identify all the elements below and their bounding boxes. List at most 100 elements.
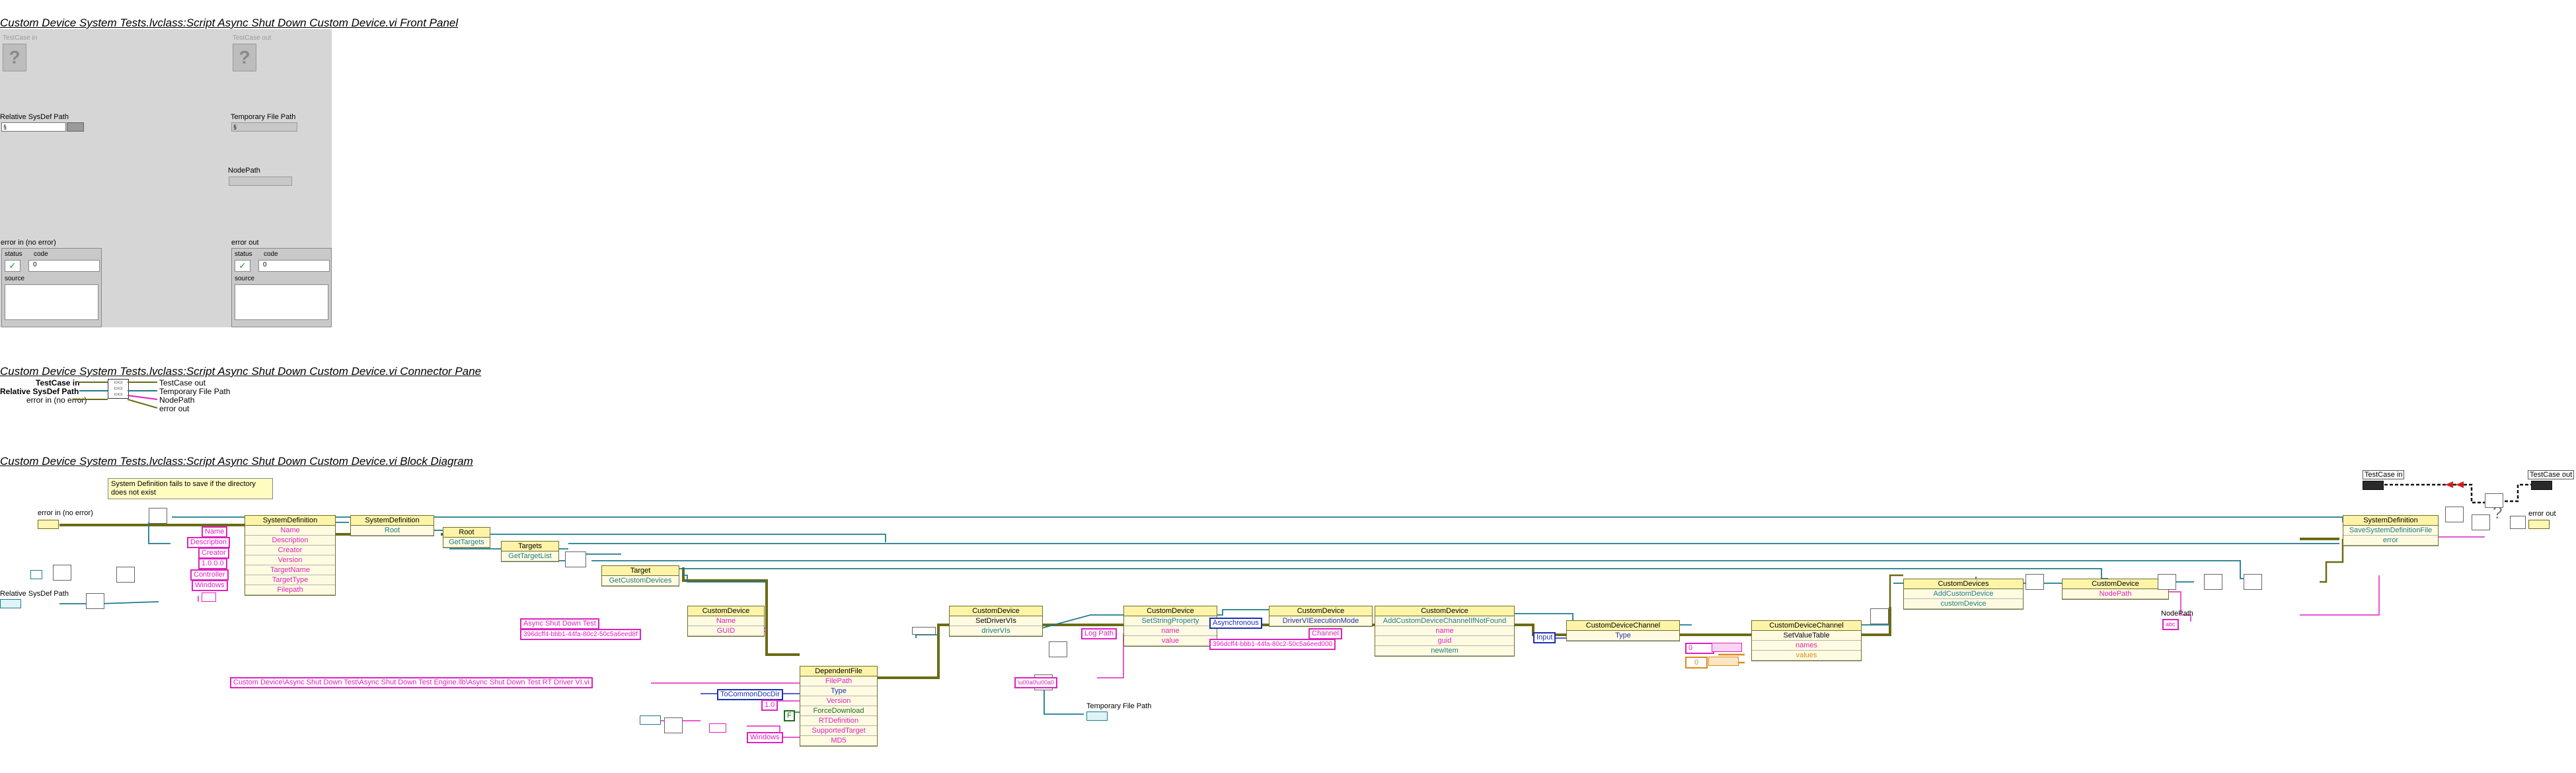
temporary-file-path-terminal [1086, 712, 1108, 721]
dependentfile-constructor-node[interactable]: DependentFile FilePath Type Version Forc… [800, 666, 878, 747]
relative-sysdef-terminal[interactable] [0, 599, 21, 608]
node-header: SystemDefinition [351, 516, 434, 526]
node-param: name [1124, 626, 1217, 636]
close-reference-icon[interactable] [2244, 574, 2262, 590]
log-path-constant[interactable]: Log Path [1081, 628, 1118, 639]
build-path-subvi-icon[interactable] [53, 565, 71, 581]
version-constant[interactable]: 1.0 [761, 700, 778, 711]
testcase-in-control-icon[interactable]: ? [3, 44, 26, 71]
node-header: SystemDefinition [245, 516, 335, 526]
sysdef-constructor-node[interactable]: SystemDefinition Name Description Creato… [245, 515, 336, 596]
channel-setvaluetable-node[interactable]: CustomDeviceChannel SetValueTable names … [1751, 620, 1862, 661]
node-method: GetCustomDevices [602, 576, 679, 586]
error-in-terminal[interactable] [38, 520, 59, 529]
close-reference-icon[interactable] [2445, 507, 2464, 522]
channel-guid-constant[interactable]: 396dcff4-bbb1-44fa-80c2-50c5a6eed000 [1209, 639, 1336, 650]
create-folder-subvi-icon[interactable] [116, 567, 135, 583]
names-array-constant[interactable]: 0 [1685, 643, 1714, 654]
testcase-out-terminal [2531, 481, 2552, 490]
false-bool-constant[interactable]: F [784, 710, 795, 721]
node-method: SetValueTable [1752, 631, 1861, 641]
error-in-terminal-label: error in (no error) [38, 509, 93, 517]
relative-sysdef-path-input[interactable]: § [1, 122, 66, 132]
driver-vi-path-constant[interactable]: Custom Device\Async Shut Down Test\Async… [230, 677, 593, 688]
customdevice-addchannel-node[interactable]: CustomDevice AddCustomDeviceChannelIfNot… [1375, 606, 1515, 657]
values-array-constant[interactable]: 0 [1685, 657, 1708, 669]
small-string-constant[interactable]: \u00a0\u00a0 [1014, 677, 1058, 688]
build-array-icon[interactable] [664, 717, 683, 733]
strip-path-subvi-icon[interactable] [86, 593, 104, 609]
close-reference-icon[interactable] [2026, 574, 2044, 590]
controller-string-constant[interactable]: Controller [190, 569, 229, 581]
names-array-values [1712, 643, 1742, 652]
cp-left-term: error in (no error) [26, 395, 87, 405]
tocommondocdir-enum-constant[interactable]: ToCommonDocDir [717, 689, 783, 700]
source-textbox[interactable] [5, 284, 98, 320]
node-header: CustomDevice [2063, 579, 2168, 589]
windows-string-constant[interactable]: Windows [192, 580, 228, 591]
node-method: AddCustomDeviceChannelIfNotFound [1375, 616, 1514, 626]
input-enum-constant[interactable]: Input [1533, 632, 1556, 643]
array-constant-icon[interactable] [912, 627, 936, 635]
asynchronous-enum-constant[interactable]: Asynchronous [1209, 618, 1262, 629]
name-string-constant[interactable]: Name [202, 526, 228, 538]
channel-type-node[interactable]: CustomDeviceChannel Type [1566, 620, 1680, 641]
testcase-in-terminal[interactable] [2363, 481, 2384, 490]
sysdef-root-property-node[interactable]: SystemDefinition Root [350, 515, 434, 536]
creator-string-constant[interactable]: Creator [198, 548, 229, 559]
node-param: name [1375, 626, 1514, 636]
concat-icon [709, 723, 726, 733]
customdevices-addcustomdevice-node[interactable]: CustomDevices AddCustomDevice customDevi… [1903, 579, 2024, 610]
code-input[interactable]: 0 [28, 260, 100, 272]
code-label: code [264, 251, 278, 258]
customdevice-nodepath-node[interactable]: CustomDevice NodePath [2062, 579, 2169, 600]
close-reference-icon[interactable] [2158, 574, 2176, 590]
node-property: Description [245, 536, 335, 546]
root-gettargets-node[interactable]: Root GetTargets [443, 527, 490, 548]
channel-name-constant[interactable]: Channel [1308, 628, 1342, 639]
device-guid-constant[interactable]: 396dcff4-bbb1-44fa-80c2-50c5a6eed8f [520, 629, 641, 640]
device-name-constant[interactable]: Async Shut Down Test [520, 618, 599, 630]
code-label: code [34, 251, 48, 258]
node-header: DependentFile [800, 667, 877, 676]
browse-folder-button[interactable] [67, 122, 84, 132]
status-checkmark-icon: ✓ [235, 260, 250, 272]
path-to-string-icon[interactable] [1049, 641, 1067, 657]
version-string-constant[interactable]: 1.0.0.0 [198, 558, 227, 569]
status-checkmark-icon[interactable]: ✓ [5, 260, 20, 272]
error-merge-icon[interactable] [1870, 608, 1889, 624]
close-reference-icon[interactable] [2204, 574, 2222, 590]
node-method: SaveSystemDefinitionFile [2343, 526, 2438, 536]
customdevice-executionmode-node[interactable]: CustomDevice DriverVIExecutionMode [1269, 606, 1373, 627]
sysdef-save-node[interactable]: SystemDefinition SaveSystemDefinitionFil… [2343, 515, 2439, 546]
front-panel: TestCase in ? TestCase out ? Relative Sy… [0, 29, 332, 327]
customdevice-setstringproperty-node[interactable]: CustomDevice SetStringProperty name valu… [1123, 606, 1217, 647]
node-property: MD5 [800, 736, 877, 746]
description-string-constant[interactable]: Description [187, 537, 231, 548]
node-header: CustomDevice [688, 606, 764, 616]
target-getcustomdevices-node[interactable]: Target GetCustomDevices [601, 565, 679, 587]
node-property: Version [800, 696, 877, 706]
merge-errors-icon[interactable] [2472, 514, 2490, 530]
index-array-icon[interactable] [565, 551, 586, 567]
testcase-subvi-icon[interactable] [2485, 493, 2503, 508]
windows-target-constant[interactable]: Windows [747, 732, 783, 743]
node-header: CustomDevice [1124, 606, 1217, 616]
node-property: Creator [245, 546, 335, 555]
customdevice-name-guid-node[interactable]: CustomDevice Name GUID [687, 606, 765, 637]
testcase-out-terminal-label: TestCase out [2528, 470, 2575, 479]
node-header: CustomDeviceChannel [1567, 621, 1679, 631]
node-method: AddCustomDevice [1904, 589, 2023, 599]
temporary-file-path-label: Temporary File Path [231, 113, 296, 121]
testcase-out-label: TestCase out [233, 34, 272, 42]
testcase-in-terminal-label: TestCase in [2363, 470, 2405, 479]
property-node-icon[interactable] [2510, 516, 2526, 529]
node-method: SetStringProperty [1124, 616, 1217, 626]
error-out-cluster: status code ✓ 0 source [231, 248, 332, 327]
node-property: Type [1567, 631, 1679, 641]
node-param: values [1752, 651, 1861, 661]
targets-gettargetlist-node[interactable]: Targets GetTargetList [501, 541, 559, 562]
customdevice-setdrivervis-node[interactable]: CustomDevice SetDriverVIs driverVIs [949, 606, 1043, 637]
file-dialog-subvi-icon[interactable] [149, 508, 167, 524]
